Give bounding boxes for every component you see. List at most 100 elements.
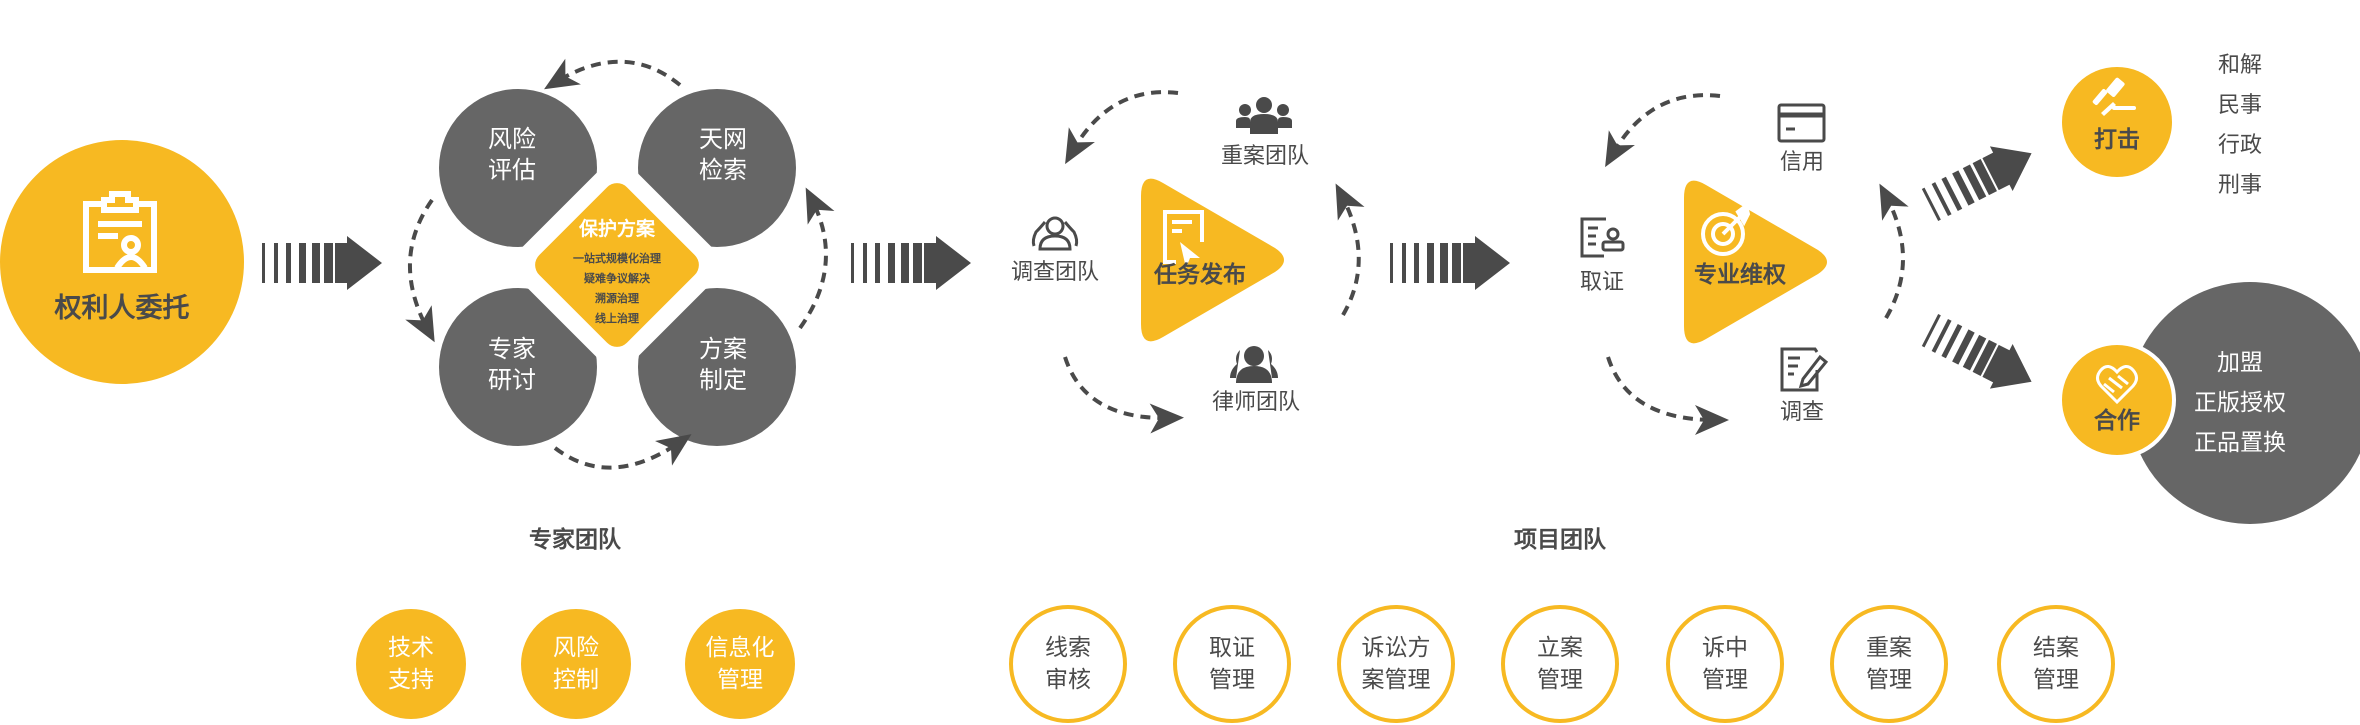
rights-label: 专业维权: [1694, 262, 1786, 288]
petal-skynet-search: [638, 89, 796, 247]
rights-arrow-right: [1879, 183, 1909, 320]
petal-label-expert-discussion: 专家 研讨: [472, 334, 552, 396]
project-team-item-circle: [1666, 605, 1784, 723]
petal-label-plan-formulation: 方案 制定: [683, 334, 763, 396]
project-team-title: 项目团队: [1514, 527, 1606, 553]
cooperate-item: 加盟: [2217, 350, 2263, 376]
expert-team-item-circle: [685, 609, 795, 719]
project-team-item: 重案管理: [1839, 632, 1939, 696]
team-label-major-case: 重案团队: [1220, 144, 1309, 169]
task-triangle: [1141, 178, 1284, 342]
project-team-item-circle: [1830, 605, 1948, 723]
petal-line2: 检索: [699, 156, 747, 184]
expert-team-title: 专家团队: [529, 527, 621, 553]
petal-line2: 制定: [699, 366, 747, 394]
strike-label: 打击: [2094, 127, 2140, 153]
petal-line1: 方案: [699, 335, 747, 363]
expert-team-item-text: 控制: [553, 667, 599, 693]
task-arrow-top: [1065, 90, 1179, 165]
flow-arrow-3: [1390, 236, 1510, 290]
cooperate-label: 合作: [2094, 408, 2140, 434]
petal-label-skynet-search: 天网 检索: [683, 124, 763, 186]
protection-plan-item: 一站式规模化治理: [573, 252, 661, 265]
project-team-item-text: 管理: [1537, 667, 1583, 693]
cycle-arrow-right: [798, 187, 835, 330]
petal-line1: 专家: [488, 335, 536, 363]
cycle-arrow-left: [405, 198, 435, 343]
people-outline-icon: [1031, 216, 1079, 251]
project-team-item-text: 管理: [2033, 667, 2079, 693]
team-label-investigation: 调查团队: [1010, 260, 1099, 285]
project-team-item-text: 结案: [2033, 635, 2079, 661]
petal-line1: 天网: [699, 125, 747, 153]
cycle-arrow-bottom: [553, 434, 692, 470]
project-team-item-circle: [1009, 605, 1127, 723]
expert-team-item-circle: [521, 609, 631, 719]
petal-plan-formulation: [638, 288, 796, 446]
project-team-item-text: 重案: [1866, 635, 1912, 661]
strike-items: 和解 民事 行政 刑事: [2200, 46, 2280, 206]
expert-team-item: 信息化管理: [690, 632, 790, 696]
project-team-item-text: 线索: [1045, 635, 1091, 661]
protection-plan-title: 保护方案: [578, 218, 655, 240]
team-label-lawyer: 律师团队: [1211, 390, 1300, 415]
protection-plan-item: 溯源治理: [595, 292, 639, 305]
rights-item-credit: 信用: [1779, 150, 1824, 175]
rights-item-evidence: 取证: [1579, 270, 1624, 295]
target-arrow-icon: [1701, 202, 1751, 256]
flow-arrow-2: [851, 236, 971, 290]
rights-triangle: [1684, 180, 1827, 344]
flow-arrow-cooperate: [1921, 313, 2032, 389]
credit-card-icon: [1777, 103, 1826, 143]
cooperate-item: 正品置换: [2194, 430, 2286, 456]
project-team-item-text: 立案: [1537, 635, 1583, 661]
protection-plan-item: 线上治理: [595, 312, 639, 325]
petal-risk-assessment: [439, 89, 597, 247]
people-solid-icon: [1230, 346, 1278, 383]
expert-team-item-text: 支持: [388, 667, 434, 693]
petal-line2: 研讨: [488, 366, 536, 394]
petal-line2: 评估: [488, 156, 536, 184]
strike-item: 行政: [2217, 133, 2262, 158]
project-team-item: 取证管理: [1182, 632, 1282, 696]
strike-item: 民事: [2217, 93, 2262, 118]
strike-item: 和解: [2217, 53, 2262, 78]
cycle-arrow-top: [544, 58, 682, 90]
expert-team-item-circle: [356, 609, 466, 719]
project-team-item: 诉讼方案管理: [1346, 632, 1446, 696]
expert-team-item-text: 管理: [717, 667, 763, 693]
project-team-item-text: 管理: [1702, 667, 1748, 693]
flow-arrow-strike: [1921, 146, 2032, 222]
rights-item-investigation: 调查: [1779, 400, 1824, 425]
expert-team-circles: [356, 609, 795, 719]
cooperate-items: 加盟 正版授权 正品置换: [2180, 343, 2300, 463]
petal-expert-discussion: [439, 288, 597, 446]
project-team-item-text: 取证: [1209, 635, 1255, 661]
project-team-circles: [1009, 605, 2115, 723]
expert-team-item: 风险控制: [526, 632, 626, 696]
expert-team-item-text: 风险: [553, 635, 599, 661]
task-arrow-right: [1335, 183, 1365, 317]
task-label: 任务发布: [1154, 262, 1246, 288]
project-team-item-text: 审核: [1045, 667, 1091, 693]
project-team-item-circle: [1337, 605, 1455, 723]
rights-arrow-top: [1605, 93, 1721, 168]
task-arrow-bottom: [1063, 356, 1184, 434]
expert-team-item-text: 技术: [388, 635, 434, 661]
project-team-item: 线索审核: [1018, 632, 1118, 696]
strike-item: 刑事: [2217, 173, 2262, 198]
protection-plan-item: 疑难争议解决: [584, 272, 650, 285]
project-team-item-text: 诉中: [1702, 635, 1748, 661]
clipboard-user-icon: [83, 191, 157, 273]
protection-plan-list: 一站式规模化治理 疑难争议解决 溯源治理 线上治理: [552, 249, 682, 329]
gavel-icon: [2092, 77, 2136, 116]
project-team-item-text: 管理: [1209, 667, 1255, 693]
expert-team-item: 技术支持: [361, 632, 461, 696]
heart-handshake-icon: [2096, 365, 2138, 405]
cooperate-item: 正版授权: [2194, 390, 2286, 416]
client-label: 权利人委托: [54, 293, 190, 324]
expert-team-item-text: 信息化: [705, 635, 775, 661]
project-team-item: 诉中管理: [1675, 632, 1775, 696]
project-team-item: 结案管理: [2006, 632, 2106, 696]
project-team-item-text: 案管理: [1361, 667, 1431, 693]
